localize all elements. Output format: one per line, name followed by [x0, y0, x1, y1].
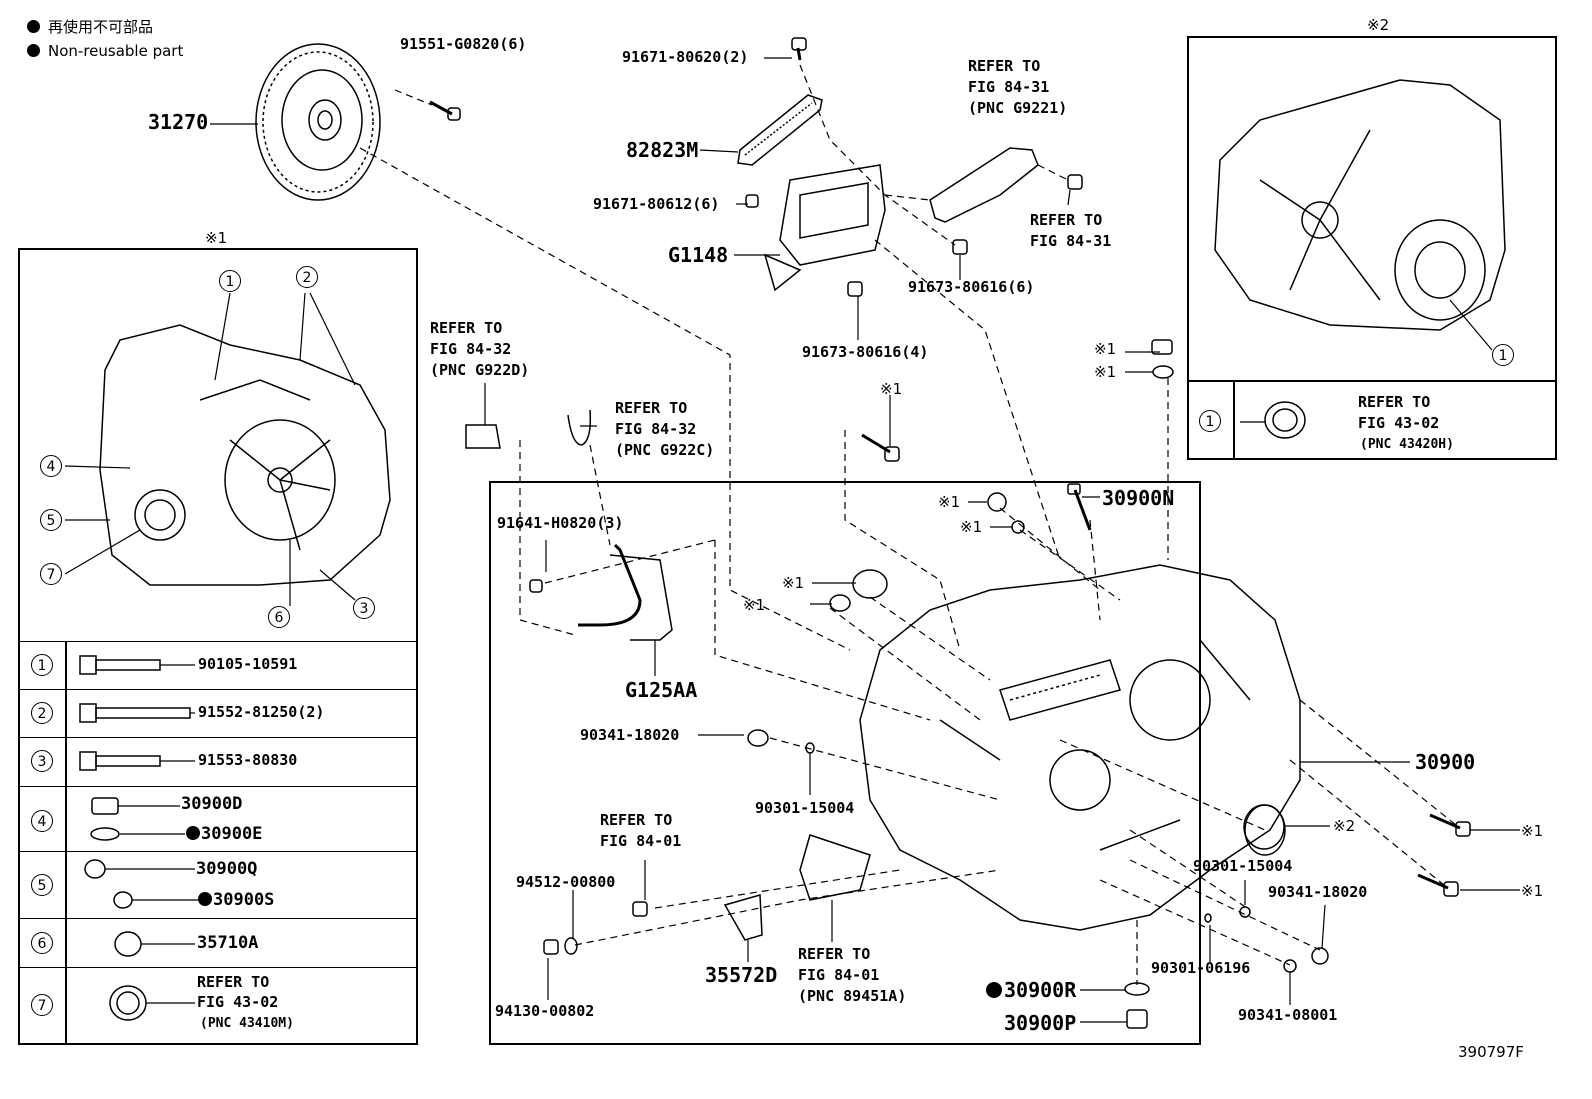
callout-5: 5 — [40, 509, 62, 531]
table-column-divider — [65, 641, 67, 1045]
non-reusable-dot-icon — [986, 982, 1002, 998]
table-ref-line1: REFER TO — [197, 973, 270, 991]
table-row-num: 7 — [31, 994, 53, 1016]
part-label: 30900 — [1415, 750, 1476, 774]
table-divider — [18, 689, 418, 690]
mark-label: ※1 — [938, 493, 961, 511]
part-label: 91551-G0820(6) — [400, 35, 527, 53]
clutch-disc-drawing — [255, 43, 381, 201]
non-reusable-dot-icon — [198, 892, 212, 906]
part-number: 91552-81250(2) — [198, 703, 325, 721]
legend-en: Non-reusable part — [27, 42, 183, 60]
reference-note: (PNC 43420H) — [1360, 437, 1454, 452]
part-label: 35572D — [705, 963, 778, 987]
table-divider — [18, 786, 418, 787]
reference-note: REFER TO FIG 84-31 (PNC G9221) — [968, 57, 1068, 117]
part-number: 35710A — [197, 933, 259, 953]
reference-note: REFER TO FIG 84-32 (PNC G922D) — [430, 319, 530, 379]
part-number: 91553-80830 — [198, 751, 298, 769]
part-label: 90341-08001 — [1238, 1006, 1338, 1024]
mark-label: ※1 — [1521, 882, 1544, 900]
part-label: 91671-80612(6) — [593, 195, 720, 213]
reference-note: REFER TO FIG 84-31 — [1030, 211, 1112, 250]
mark-label: ※1 — [1094, 363, 1117, 381]
mark-label: ※1 — [960, 518, 983, 536]
callout-7: 7 — [40, 563, 62, 585]
part-label: 90341-18020 — [580, 726, 680, 744]
part-label: 30900R — [986, 980, 1076, 1000]
part-number: 30900E — [186, 826, 262, 843]
part-label: 94130-00802 — [495, 1002, 595, 1020]
table-row-num: 4 — [31, 810, 53, 832]
reference-note: REFER TO FIG 84-01 (PNC 89451A) — [798, 945, 907, 1005]
part-label: 30900N — [1102, 486, 1175, 510]
part-label: 30900P — [1004, 1011, 1077, 1035]
part-label: G1148 — [668, 243, 729, 267]
inset2-table-column-divider — [1233, 380, 1235, 460]
callout-2: 2 — [296, 266, 318, 288]
part-label: 91673-80616(4) — [802, 343, 929, 361]
inset2-transmission-drawing — [1214, 79, 1506, 331]
part-number: 90105-10591 — [198, 655, 298, 673]
table-row-num: 6 — [31, 932, 53, 954]
reference-note: REFER TO FIG 84-01 — [600, 811, 682, 850]
non-reusable-dot-icon — [27, 20, 40, 33]
mark-label: ※1 — [743, 596, 766, 614]
callout-1: 1 — [219, 270, 241, 292]
mark-label: ※1 — [880, 380, 903, 398]
part-number: 30900D — [181, 794, 243, 814]
part-number: 30900Q — [196, 859, 258, 879]
table-row-num: 1 — [31, 654, 53, 676]
inset1-box — [18, 248, 418, 1045]
legend-jp: 再使用不可部品 — [27, 16, 153, 37]
inset2-box — [1187, 36, 1557, 460]
inset2-table-num: 1 — [1199, 410, 1221, 432]
main-transmission-drawing — [829, 339, 1301, 931]
table-divider — [18, 918, 418, 919]
main-assembly-box — [489, 481, 1201, 1045]
inset1-transmission-drawing — [99, 324, 391, 586]
table-row-num: 2 — [31, 702, 53, 724]
table-ref-line2: FIG 43-02 — [197, 993, 279, 1011]
table-divider — [18, 851, 418, 852]
table-row-num: 3 — [31, 750, 53, 772]
non-reusable-dot-icon — [186, 826, 200, 840]
part-label: 91673-80616(6) — [908, 278, 1035, 296]
part-label: 90301-15004 — [755, 799, 855, 817]
part-label: 91671-80620(2) — [622, 48, 749, 66]
reference-note: REFER TO FIG 43-02 — [1358, 393, 1440, 432]
mark-label: ※2 — [1333, 817, 1356, 835]
mark-label: ※1 — [782, 574, 805, 592]
inset2-callout-1: 1 — [1492, 344, 1514, 366]
table1-icons — [79, 655, 191, 1021]
table-row-num: 5 — [31, 874, 53, 896]
figure-code: 390797F — [1458, 1043, 1524, 1061]
part-label: G125AA — [625, 678, 698, 702]
part-label: 90341-18020 — [1268, 883, 1368, 901]
inset1-note-mark: ※1 — [205, 229, 228, 247]
part-label: 91641-H0820(3) — [497, 514, 624, 532]
callout-3: 3 — [353, 597, 375, 619]
table-divider — [18, 737, 418, 738]
part-label: 94512-00800 — [516, 873, 616, 891]
part-label: 90301-06196 — [1151, 959, 1251, 977]
part-label: 31270 — [148, 110, 209, 134]
inset2-table-divider — [1187, 380, 1557, 382]
callout-4: 4 — [40, 455, 62, 477]
part-label: 90301-15004 — [1193, 857, 1293, 875]
part-label: 82823M — [626, 138, 699, 162]
mark-label: ※1 — [1521, 822, 1544, 840]
reference-note: REFER TO FIG 84-32 (PNC G922C) — [615, 399, 715, 459]
table-divider — [18, 641, 418, 642]
table-divider — [18, 967, 418, 968]
callout-6: 6 — [268, 606, 290, 628]
mark-label: ※1 — [1094, 340, 1117, 358]
inset2-note-mark: ※2 — [1367, 16, 1390, 34]
part-number: 30900S — [198, 892, 274, 909]
non-reusable-dot-icon — [27, 44, 40, 57]
table-ref-line3: (PNC 43410M) — [200, 1016, 294, 1031]
